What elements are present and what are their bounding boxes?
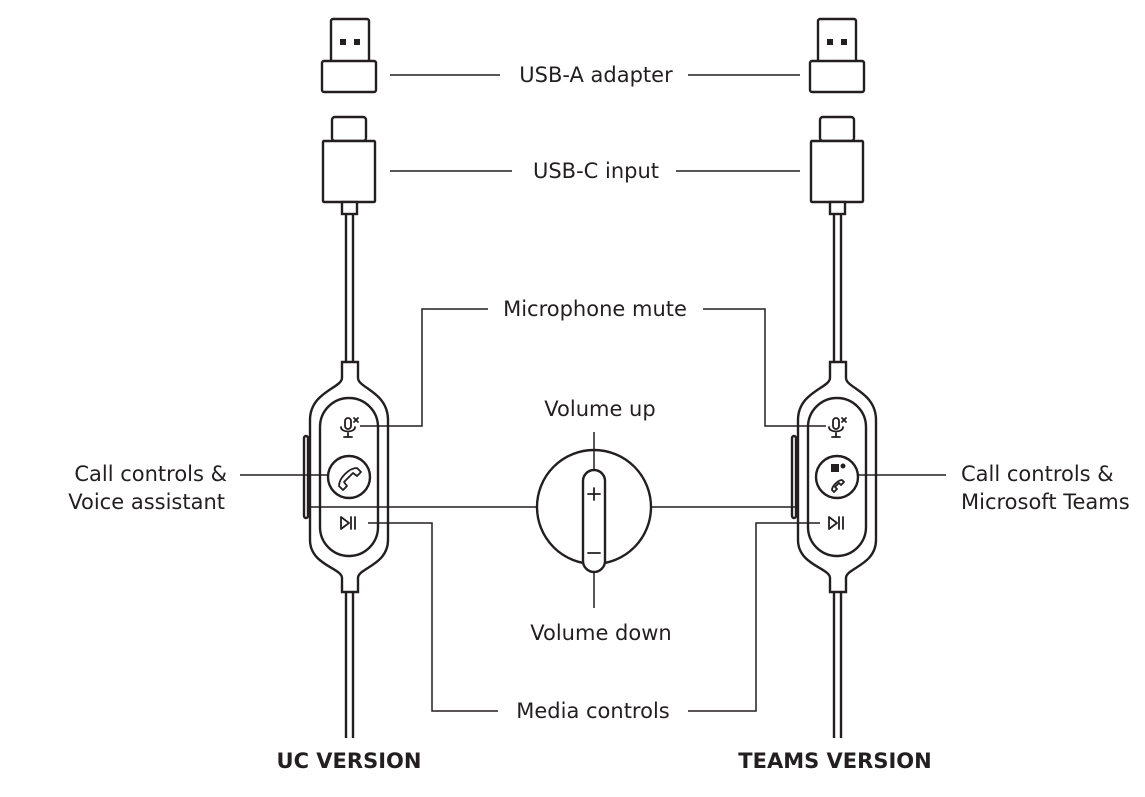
microphone-mute-label: Microphone mute	[503, 297, 687, 321]
uc-phone-icon	[326, 454, 372, 500]
teams-call-controls-label-line2: Microsoft Teams	[961, 490, 1130, 514]
usb-a-adapter-label: USB-A adapter	[519, 63, 673, 87]
teams-call-controls-label-line1: Call controls &	[961, 462, 1114, 486]
teams-cable-assembly	[790, 17, 878, 738]
uc-cable-assembly	[302, 17, 390, 738]
uc-play-pause-icon	[340, 516, 356, 530]
volume-down-label: Volume down	[530, 621, 671, 645]
media-controls-label: Media controls	[516, 699, 669, 723]
teams-play-pause-icon	[828, 516, 844, 530]
volume-up-label: Volume up	[544, 397, 655, 421]
uc-mic-mute-icon	[340, 417, 359, 438]
teams-version-title: TEAMS VERSION	[738, 749, 931, 773]
teams-mic-mute-icon	[828, 417, 847, 438]
uc-usb-c-plug-icon	[321, 115, 377, 216]
plus-icon	[587, 487, 601, 501]
uc-usb-a-plug-icon	[320, 17, 378, 94]
uc-call-controls-label-line1: Call controls &	[74, 462, 227, 486]
teams-usb-a-plug-icon	[808, 17, 866, 94]
teams-usb-c-plug-icon	[809, 115, 865, 216]
leader-lines	[240, 74, 946, 712]
uc-version-title: UC VERSION	[277, 749, 422, 773]
teams-icon	[814, 454, 860, 500]
uc-call-controls-label-line2: Voice assistant	[68, 490, 225, 514]
usb-c-input-label: USB-C input	[533, 159, 659, 183]
